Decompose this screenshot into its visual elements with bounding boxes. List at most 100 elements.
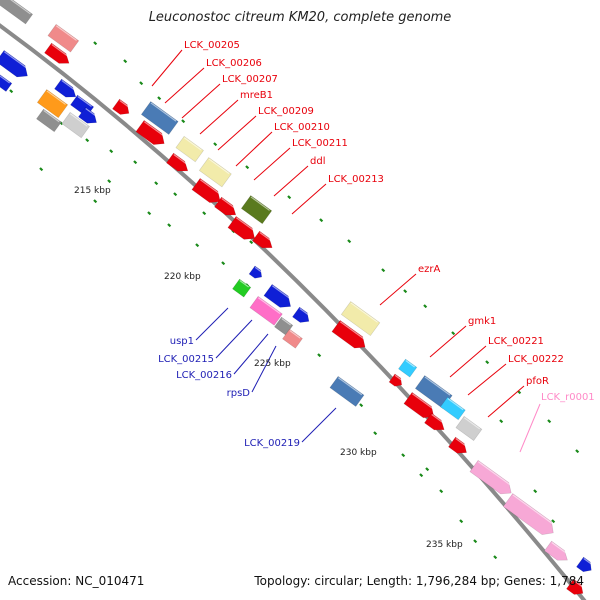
- tick-mark: [139, 81, 144, 86]
- gene-arrow: [566, 578, 585, 595]
- tick-mark: [499, 419, 504, 424]
- tick-mark: [85, 138, 90, 143]
- gene-label: LCK_00209: [258, 106, 314, 117]
- accession-text: Accession: NC_010471: [8, 574, 145, 588]
- tick-mark: [147, 211, 152, 216]
- leader-line: [301, 407, 337, 443]
- tick-mark: [547, 419, 552, 424]
- leader-line: [251, 345, 277, 393]
- gene-arrow: [292, 306, 311, 323]
- gene-arrow: [61, 111, 90, 139]
- tick-mark: [245, 165, 250, 170]
- tick-mark: [213, 142, 218, 147]
- tick-mark: [459, 519, 464, 524]
- tick-mark: [425, 467, 430, 472]
- tick-mark: [195, 243, 200, 248]
- tick-mark: [173, 192, 178, 197]
- tick-mark: [485, 360, 490, 365]
- gene-label: LCK_00219: [244, 438, 300, 449]
- leader-line: [449, 345, 487, 378]
- gene-arrow: [252, 230, 274, 249]
- tick-mark: [473, 539, 478, 544]
- gene-arrow: [388, 373, 403, 387]
- tick-mark: [9, 89, 14, 94]
- gene-arrow: [140, 101, 179, 135]
- gene-arrow: [214, 196, 238, 216]
- gene-arrow: [398, 358, 418, 378]
- gene-label: LCK_00222: [508, 354, 564, 365]
- leader-line: [379, 273, 417, 306]
- gene-label: LCK_00213: [328, 174, 384, 185]
- gene-label: LCK_00216: [176, 370, 232, 381]
- gene-arrow: [175, 135, 204, 163]
- gene-arrow: [340, 301, 381, 337]
- tick-mark: [347, 239, 352, 244]
- tick-mark: [154, 181, 159, 186]
- scale-label: 225 kbp: [254, 359, 291, 369]
- tick-mark: [202, 211, 207, 216]
- gene-label: LCK_r0001: [541, 392, 595, 403]
- gene-arrow: [331, 319, 368, 349]
- gene-label: LCK_00221: [488, 336, 544, 347]
- leader-line: [235, 131, 273, 167]
- gene-arrow: [424, 412, 446, 431]
- gene-arrow: [0, 49, 30, 78]
- gene-label: rpsD: [227, 388, 251, 399]
- gene-arrow: [448, 436, 469, 454]
- gene-arrow: [166, 152, 190, 172]
- gene-arrow: [263, 283, 293, 308]
- gene-arrow: [78, 106, 99, 124]
- tick-mark: [423, 304, 428, 309]
- gene-arrow: [0, 0, 34, 25]
- gene-arrow: [248, 265, 263, 279]
- tick-mark: [157, 96, 162, 101]
- tick-mark: [123, 59, 128, 64]
- gene-arrow: [47, 23, 80, 53]
- tick-mark: [221, 261, 226, 266]
- leader-line: [273, 165, 309, 197]
- leader-line: [164, 67, 205, 104]
- leader-line: [253, 147, 291, 181]
- gene-label: LCK_00215: [158, 354, 214, 365]
- leader-line: [199, 99, 239, 135]
- gene-label: ddl: [310, 156, 325, 167]
- tick-mark: [419, 473, 424, 478]
- tick-mark: [181, 119, 186, 124]
- gene-arrow: [198, 157, 232, 188]
- gene-arrow: [36, 89, 69, 119]
- scale-label: 230 kbp: [340, 448, 377, 458]
- gene-arrow: [232, 278, 252, 298]
- gene-arrow: [54, 78, 78, 98]
- gene-arrow: [0, 73, 13, 92]
- gene-arrow: [282, 328, 303, 349]
- tick-mark: [551, 519, 556, 524]
- gene-label: LCK_00207: [222, 74, 278, 85]
- tick-mark: [287, 195, 292, 200]
- tick-mark: [373, 431, 378, 436]
- tick-mark: [451, 331, 456, 336]
- tick-mark: [403, 289, 408, 294]
- tick-mark: [133, 160, 138, 165]
- gene-arrow: [455, 415, 483, 442]
- tick-mark: [249, 240, 254, 245]
- leader-line: [429, 325, 467, 358]
- gene-arrow: [544, 540, 570, 561]
- gene-arrow: [469, 459, 514, 495]
- tick-mark: [493, 555, 498, 560]
- tick-mark: [39, 167, 44, 172]
- gene-label: ezrA: [418, 264, 441, 275]
- leader-line: [151, 49, 183, 87]
- gene-arrow: [36, 108, 62, 133]
- gene-arrow: [502, 493, 557, 536]
- leader-line: [519, 403, 541, 453]
- scale-label: 215 kbp: [74, 186, 111, 196]
- gene-arrow: [191, 177, 223, 203]
- tick-mark: [401, 453, 406, 458]
- tick-mark: [107, 179, 112, 184]
- tick-mark: [533, 489, 538, 494]
- leader-line: [215, 319, 253, 359]
- gene-arrow: [112, 98, 131, 115]
- leader-line: [291, 183, 327, 215]
- gene-arrow: [576, 556, 593, 573]
